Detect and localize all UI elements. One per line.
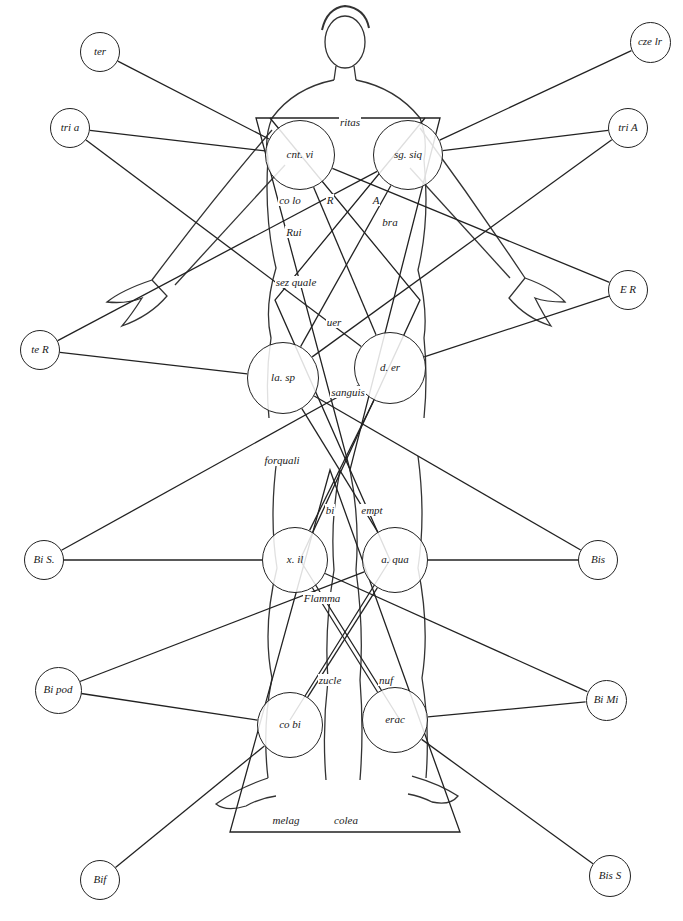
zodiac-circle: ter xyxy=(80,32,120,72)
body-label: forquali xyxy=(263,454,300,466)
connector-line xyxy=(428,702,586,717)
circle-text: Bi S. xyxy=(34,554,55,566)
connector-line xyxy=(58,171,377,340)
connector-line xyxy=(424,296,609,357)
body-outline xyxy=(107,6,565,809)
connector-line xyxy=(443,130,608,150)
circle-text: cnt. vi xyxy=(287,149,314,161)
zodiac-triangles xyxy=(230,118,460,832)
connector-line xyxy=(64,559,262,560)
circle-text: a. qua xyxy=(381,554,409,566)
connector-line xyxy=(60,352,247,374)
connector-line xyxy=(440,51,632,141)
connector-line xyxy=(312,140,612,357)
body-label: zucle xyxy=(318,674,343,686)
vein-circle: cnt. vi xyxy=(265,120,335,190)
circle-text: d. er xyxy=(380,362,400,374)
body-label: sez quale xyxy=(275,276,318,288)
body-label: colea xyxy=(333,814,359,826)
zodiac-circle: Bi pod xyxy=(35,667,82,714)
body-label: bra xyxy=(381,216,398,228)
zodiac-circle: tri a xyxy=(50,108,90,148)
circle-text: Bis xyxy=(591,554,605,566)
vein-circle: erac xyxy=(362,687,428,753)
connector-line xyxy=(332,168,609,282)
circle-text: Bi Mi xyxy=(594,694,619,706)
zodiac-circle: Bis S xyxy=(589,855,631,897)
circle-text: ter xyxy=(94,46,106,58)
connector-line xyxy=(308,588,378,697)
connector-line xyxy=(81,694,257,721)
zodiac-circle: Bis xyxy=(578,540,618,580)
zodiac-circle: te R xyxy=(20,330,60,370)
circle-text: tri a xyxy=(61,122,80,134)
body-label: bi xyxy=(325,504,336,516)
connector-line xyxy=(116,746,265,868)
body-label: Flamma xyxy=(303,592,342,604)
zodiac-circle: Bif xyxy=(80,860,120,900)
body-label: uer xyxy=(326,316,343,328)
vein-circle: la. sp xyxy=(247,342,319,414)
zodiac-circle: tri A xyxy=(608,108,648,148)
vein-circle: sg. siq xyxy=(373,120,443,190)
circle-text: Bif xyxy=(94,874,107,886)
body-label: Rui xyxy=(285,226,302,238)
vein-circle: x. il xyxy=(262,527,328,593)
connector-line xyxy=(325,574,587,692)
circle-text: sg. siq xyxy=(394,149,422,161)
vein-circle: co bi xyxy=(257,692,323,758)
circle-text: E R xyxy=(620,284,636,296)
body-label: ritas xyxy=(339,116,361,128)
circle-text: te R xyxy=(31,344,48,356)
body-label: R xyxy=(326,194,335,206)
circle-text: la. sp xyxy=(271,372,295,384)
body-label: melag xyxy=(272,814,301,826)
circle-text: erac xyxy=(385,714,405,726)
circle-text: tri A xyxy=(618,122,638,134)
circle-text: Bi pod xyxy=(43,684,72,696)
circle-text: x. il xyxy=(287,554,304,566)
body-label: sanguis xyxy=(330,386,366,398)
zodiac-circle: Bi Mi xyxy=(586,680,627,721)
body-label: co lo xyxy=(278,194,302,206)
zodiac-circle: cze lr xyxy=(630,22,671,63)
body-label: A xyxy=(372,194,381,206)
connector-line xyxy=(80,572,364,682)
connector-line xyxy=(422,739,593,863)
connector-line xyxy=(301,186,391,347)
connector-line xyxy=(62,386,359,551)
body-label: empt xyxy=(360,504,383,516)
circle-text: Bis S xyxy=(599,870,621,882)
connector-line xyxy=(314,396,581,550)
connector-line xyxy=(314,187,376,335)
circle-text: co bi xyxy=(279,719,301,731)
body-label: nuf xyxy=(378,674,394,686)
connector-line xyxy=(428,559,578,560)
zodiac-circle: Bi S. xyxy=(24,540,64,580)
circle-text: cze lr xyxy=(638,36,662,48)
connector-line xyxy=(90,130,265,151)
connector-line xyxy=(118,61,269,139)
zodiac-circle: E R xyxy=(608,270,648,310)
vein-circle: a. qua xyxy=(362,527,428,593)
